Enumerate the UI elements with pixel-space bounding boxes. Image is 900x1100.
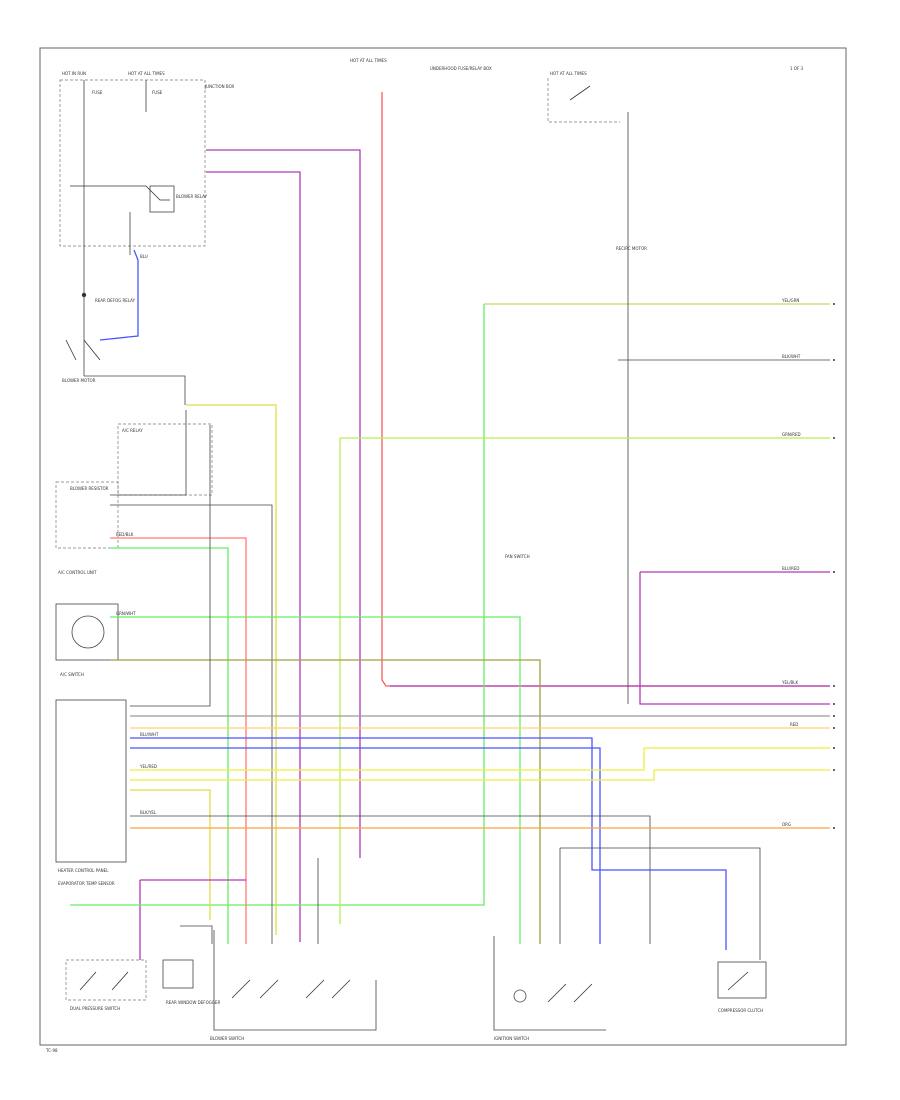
label-rear-window: REAR WINDOW DEFOGGER — [166, 1000, 220, 1005]
label-underhood-box: UNDERHOOD FUSE/RELAY BOX — [430, 66, 492, 71]
label-dual-pressure: DUAL PRESSURE SWITCH — [70, 1006, 120, 1011]
label-compressor: COMPRESSOR CLUTCH — [718, 1008, 763, 1013]
wire-olive-mid — [110, 659, 541, 944]
label-junction-box: JUNCTION BOX — [204, 84, 234, 89]
junction-box-group: HOT IN RUN HOT AT ALL TIMES FUSE FUSE JU… — [59, 71, 234, 310]
diagram-border — [39, 47, 847, 1046]
label-ignition-sw: IGNITION SWITCH — [494, 1036, 529, 1041]
wire-network — [70, 92, 830, 960]
wire-magenta-1 — [206, 149, 361, 858]
wire-label-blu-wht: BLU/WHT — [140, 732, 159, 737]
label-blower-resistor: BLOWER RESISTOR — [70, 486, 109, 491]
wire-label-blk-yel: BLK/YEL — [140, 810, 157, 815]
wire-label-ylw-grn: YEL/GRN — [781, 298, 799, 303]
wire-label-blu-red: BLU/RED — [782, 566, 799, 571]
wire-red — [381, 92, 830, 687]
label-recirc-motor: RECIRC MOTOR — [616, 246, 647, 251]
wire-green-mid — [110, 616, 521, 944]
wire-label-red: RED — [790, 722, 798, 727]
wire-label-grn-red: GRN/RED — [782, 432, 801, 437]
label-hot-at-all-times-3: HOT AT ALL TIMES — [550, 71, 587, 76]
label-ac-relay: A/C RELAY — [122, 428, 143, 433]
wire-label-yel-red: YEL/RED — [139, 764, 157, 769]
wire-label-yel-blk: YEL/BLK — [781, 680, 799, 685]
ignition-switch-group: IGNITION SWITCH COMPRESSOR CLUTCH — [493, 936, 767, 1041]
wire-label-red-blk: RED/BLK — [116, 532, 134, 537]
label-hot-at-all-times-2: HOT AT ALL TIMES — [350, 58, 387, 63]
heater-control-group: HEATER CONTROL PANEL EVAPORATOR TEMP SEN… — [55, 699, 127, 886]
page-tag: 1 OF 3 — [790, 66, 804, 71]
wire-magenta-2 — [206, 171, 301, 942]
label-ac-control: A/C CONTROL UNIT — [58, 570, 97, 575]
wire-label-blk-wht: BLK/WHT — [782, 354, 801, 359]
label-hot-at-all-times: HOT AT ALL TIMES — [128, 71, 165, 76]
label-fuse-left: FUSE — [92, 90, 103, 95]
label-heater-control: HEATER CONTROL PANEL — [58, 868, 109, 873]
wire-red-pink — [110, 537, 247, 944]
label-fuse-right: FUSE — [152, 90, 163, 95]
ac-control-group: A/C CONTROL UNIT A/C SWITCH — [55, 570, 119, 677]
label-blower-relay: BLOWER RELAY — [176, 194, 208, 199]
footer-tag: TC-98 — [45, 1048, 58, 1053]
label-thermostat: EVAPORATOR TEMP SENSOR — [58, 881, 115, 886]
blower-resistor-group: BLOWER RESISTOR — [55, 481, 119, 549]
wire-labels: YEL/GRN BLK/WHT GRN/RED BLU/RED YEL/BLK … — [116, 254, 801, 827]
label-blower-motor: BLOWER MOTOR — [62, 378, 96, 383]
dual-pressure-group: DUAL PRESSURE SWITCH REAR WINDOW DEFOGGE… — [65, 959, 220, 1011]
wire-green-left — [110, 547, 229, 944]
wire-label-grn-wht: GRN/WHT — [116, 611, 136, 616]
wire-label-org: ORG — [782, 822, 791, 827]
label-rear-defog: REAR DEFOG RELAY — [95, 298, 136, 303]
blower-switch-group: BLOWER SWITCH — [210, 930, 377, 1041]
wire-green-vertical — [200, 304, 485, 906]
wire-label-blu: BLU — [140, 254, 148, 259]
label-hot-in-run: HOT IN RUN — [62, 71, 86, 76]
label-blower-switch: BLOWER SWITCH — [210, 1036, 244, 1041]
wire-blue-bottom — [130, 737, 727, 950]
label-fan-switch: FAN SWITCH — [505, 554, 530, 559]
right-connector-ticks — [833, 303, 835, 829]
wire-blue-left — [99, 249, 139, 341]
blower-motor-group: BLOWER MOTOR A/C RELAY — [62, 310, 213, 496]
label-ac-switch: A/C SWITCH — [60, 672, 84, 677]
ground-point — [81, 292, 87, 298]
wire-yellow-left — [186, 404, 277, 935]
